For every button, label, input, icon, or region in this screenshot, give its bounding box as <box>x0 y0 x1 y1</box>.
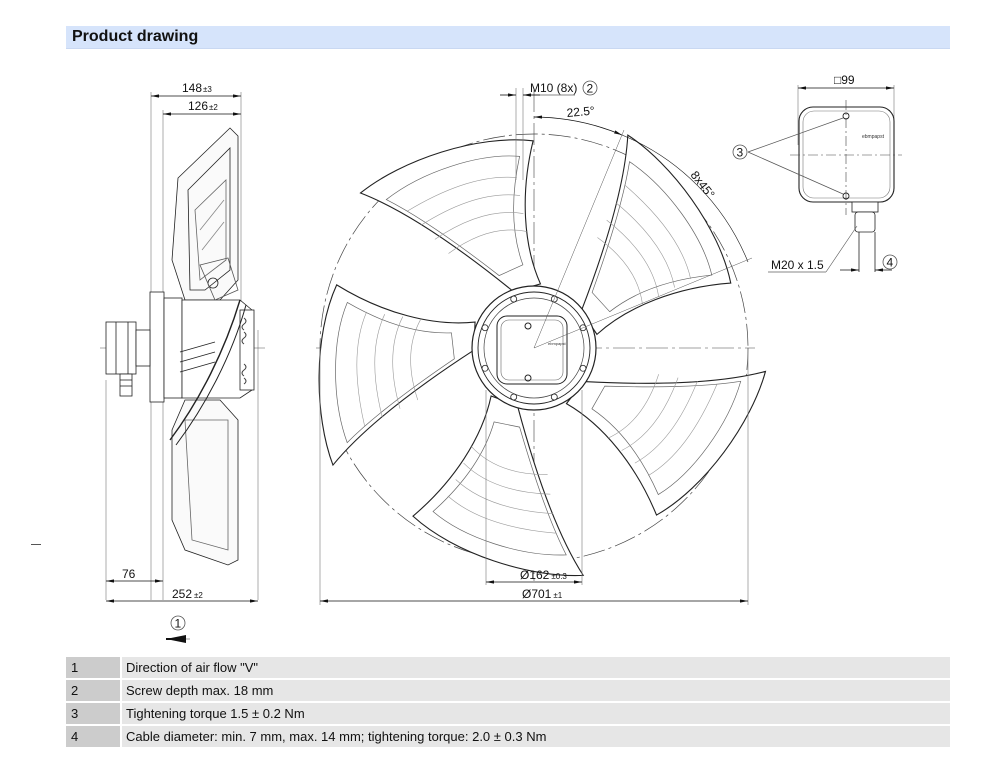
bolt-hole <box>550 393 558 401</box>
bolt-hole <box>510 295 518 303</box>
front-view-dimensions: M10 (8x) 2 22.5° 8x45° Ø162±0.3 Ø701±1 <box>319 80 753 605</box>
fan-blade <box>359 139 542 293</box>
callout-circle-4 <box>882 254 898 270</box>
cover-screw-bottom <box>842 192 850 200</box>
terminal-box-dimensions: □99 M20 x 1.5 3 4 <box>732 73 898 272</box>
bolt-hole <box>510 393 518 401</box>
callout-circle-1 <box>170 615 186 631</box>
note-number: 3 <box>66 703 120 724</box>
bolt-hole <box>579 364 587 372</box>
callout-4-label: 4 <box>887 256 894 270</box>
note-number: 4 <box>66 726 120 747</box>
bolt-hole <box>481 364 489 372</box>
dim-blade-depth: 126±2 <box>188 99 218 113</box>
terminal-box-outline <box>798 106 895 203</box>
side-view <box>100 92 265 600</box>
bolt-holes <box>481 295 587 401</box>
terminal-box-view: ebmpapst <box>747 85 902 273</box>
callout-circle-2 <box>582 80 598 96</box>
callout-2-label: 2 <box>587 82 594 96</box>
fan-blade <box>318 284 476 467</box>
dim-outer-diameter: Ø701±1 <box>522 587 563 601</box>
front-view: ebmpapst <box>316 90 767 585</box>
fan-blade <box>412 395 585 577</box>
note-text: Screw depth max. 18 mm <box>122 680 950 701</box>
dim-terminal-offset: 76 <box>122 567 136 581</box>
note-text: Direction of air flow "V" <box>122 657 950 678</box>
dim-overall-depth: 148±3 <box>182 81 212 95</box>
callout-circle-3 <box>732 144 748 160</box>
callout-3-label: 3 <box>737 146 744 160</box>
section-header: Product drawing <box>66 26 950 49</box>
gland-thread-label: M20 x 1.5 <box>771 258 824 272</box>
note-text: Tightening torque 1.5 ± 0.2 Nm <box>122 703 950 724</box>
terminal-box-brand: ebmpapst <box>862 134 885 140</box>
cable-gland <box>854 211 876 233</box>
fan-blade <box>565 370 767 516</box>
note-text: Cable diameter: min. 7 mm, max. 14 mm; t… <box>122 726 950 747</box>
angle-offset: 22.5° <box>566 104 595 120</box>
callout-1-label: 1 <box>175 617 182 631</box>
note-number: 1 <box>66 657 120 678</box>
section-title: Product drawing <box>72 28 199 45</box>
cover-screw-top <box>842 112 850 120</box>
fan-blade <box>580 134 732 336</box>
note-number: 2 <box>66 680 120 701</box>
dim-hub-diameter: Ø162±0.3 <box>520 568 567 582</box>
dim-total-length: 252±2 <box>172 587 203 601</box>
fan-blades <box>318 134 767 577</box>
bolt-hole <box>481 324 489 332</box>
screw-label: M10 (8x) <box>530 81 577 95</box>
terminal-box-size: □99 <box>834 73 855 87</box>
side-view-dimensions: 148±3 126±2 76 252±2 1 <box>106 81 258 643</box>
margin-mark <box>31 544 41 545</box>
hub-brand-text: ebmpapst <box>548 341 566 346</box>
angle-spacing: 8x45° <box>688 168 718 201</box>
hub-terminal-box <box>496 315 568 385</box>
